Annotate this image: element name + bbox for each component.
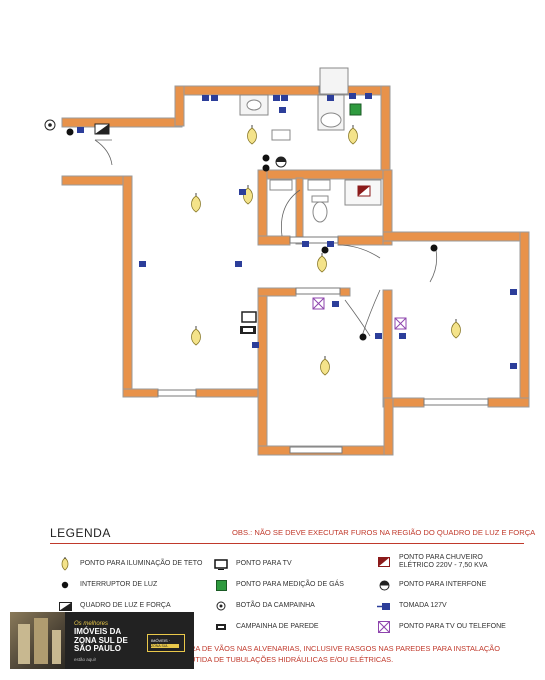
legend-label: QUADRO DE LUZ E FORÇA xyxy=(80,602,171,609)
ceiling-light-icon xyxy=(348,125,358,145)
doorbell-button-icon xyxy=(214,599,228,613)
gas-meter-icon xyxy=(214,578,228,592)
outlet-127v-icon xyxy=(202,95,209,101)
legend-label: TOMADA 127V xyxy=(399,602,447,609)
light-switch-icon xyxy=(262,154,270,162)
outlet-127v-icon xyxy=(239,189,246,195)
outlet-127v-icon xyxy=(327,241,334,247)
light-switches xyxy=(66,128,438,341)
doorbell-button-icon xyxy=(44,119,56,131)
outlets-127v xyxy=(77,93,517,369)
legend-item-outlet: TOMADA 127V xyxy=(377,599,447,613)
advertisement-banner[interactable]: Os melhores IMÓVEIS DA ZONA SUL DE SÃO P… xyxy=(10,612,194,669)
light-switch-icon xyxy=(321,246,329,254)
legend-label: PONTO PARA TV OU TELEFONE xyxy=(399,623,506,630)
light-switch-icon xyxy=(66,128,74,136)
light-switch-icon xyxy=(58,578,72,592)
ad-headline-line: ZONA SUL DE xyxy=(74,635,128,645)
light-switch-icon xyxy=(430,244,438,252)
outlet-127v-icon xyxy=(332,301,339,307)
shower-point-icon xyxy=(377,555,391,569)
tv-phone-point-icon xyxy=(312,297,407,330)
outlet-127v-icon xyxy=(510,363,517,369)
kitchen-fixtures xyxy=(239,67,349,141)
ceiling-light-icon xyxy=(58,557,72,571)
ad-small-text: Os melhores xyxy=(74,621,109,627)
outlet-127v-icon xyxy=(281,95,288,101)
outlet-127v-icon xyxy=(279,107,286,113)
outlet-127v-icon xyxy=(349,93,356,99)
outlet-127v-icon xyxy=(510,289,517,295)
legend-item-gas: PONTO PARA MEDIÇÃO DE GÁS xyxy=(214,578,344,592)
ad-logo-bottom: ZONA SUL xyxy=(151,644,179,648)
outlet-127v-icon xyxy=(375,333,382,339)
light-switch-icon xyxy=(262,164,270,172)
electrical-panel-icon xyxy=(94,123,110,135)
ceiling-light-icon xyxy=(320,356,330,376)
ad-headline-line: SÃO PAULO xyxy=(74,644,121,653)
light-switch-icon xyxy=(359,333,367,341)
outlet-127v-icon xyxy=(399,333,406,339)
legend-item-wall-bell: CAMPAINHA DE PAREDE xyxy=(214,620,319,634)
electrical-panel-icon xyxy=(58,599,72,613)
outlet-127v-icon xyxy=(327,95,334,101)
outlet-127v-icon xyxy=(77,127,84,133)
legend-item-ceiling-light: PONTO PARA ILUMINAÇÃO DE TETO xyxy=(58,557,202,571)
legend-title: LEGENDA xyxy=(50,526,111,540)
ceiling-light-icon xyxy=(451,319,461,339)
outlet-127v-icon xyxy=(273,95,280,101)
tv-phone-point-icon xyxy=(377,620,391,634)
ceiling-light-icon xyxy=(247,125,257,145)
legend-divider xyxy=(50,543,524,544)
legend-label: PONTO PARA MEDIÇÃO DE GÁS xyxy=(236,581,344,588)
walls xyxy=(61,85,530,456)
legend-item-tv: PONTO PARA TV xyxy=(214,557,292,571)
gas-meter-icon xyxy=(349,103,362,116)
footer-note-line: UTIDA DE TUBULAÇÕES HIDRÁULICAS E/OU ELÉ… xyxy=(190,655,394,664)
legend-item-shower: PONTO PARA CHUVEIRO ELÉTRICO 220V - 7,50… xyxy=(377,554,499,570)
ceiling-light-icon xyxy=(317,253,327,273)
legend-item-tv-phone: PONTO PARA TV OU TELEFONE xyxy=(377,620,506,634)
shower-point-icon xyxy=(357,185,371,197)
outlet-127v-icon xyxy=(302,241,309,247)
ad-headline: IMÓVEIS DA ZONA SUL DE SÃO PAULO xyxy=(74,627,128,654)
legend-label: PONTO PARA CHUVEIRO ELÉTRICO 220V - 7,50… xyxy=(399,554,488,569)
legend-item-switch: INTERRUPTOR DE LUZ xyxy=(58,578,157,592)
ceiling-lights xyxy=(191,125,461,376)
outlet-127v-icon xyxy=(377,599,391,613)
ad-subtext: estão aqui! xyxy=(74,657,97,662)
intercom-icon xyxy=(377,578,391,592)
footer-note-line: RA DE VÃOS NAS ALVENARIAS, INCLUSIVE RAS… xyxy=(190,644,500,653)
legend-label: BOTÃO DA CAMPAINHA xyxy=(236,602,315,609)
outlet-127v-icon xyxy=(235,261,242,267)
outlet-127v-icon xyxy=(252,342,259,348)
legend-item-panel: QUADRO DE LUZ E FORÇA xyxy=(58,599,171,613)
legend-label: CAMPAINHA DE PAREDE xyxy=(236,623,319,630)
legend: LEGENDA OBS.: NÃO SE DEVE EXECUTAR FUROS… xyxy=(0,520,545,680)
floor-plan xyxy=(44,67,530,456)
ad-headline-line: IMÓVEIS DA xyxy=(74,627,122,636)
legend-item-intercom: PONTO PARA INTERFONE xyxy=(377,578,486,592)
legend-obs: OBS.: NÃO SE DEVE EXECUTAR FUROS NA REGI… xyxy=(232,528,536,537)
footer-note: RA DE VÃOS NAS ALVENARIAS, INCLUSIVE RAS… xyxy=(190,643,500,665)
legend-label: PONTO PARA ILUMINAÇÃO DE TETO xyxy=(80,560,203,567)
outlet-127v-icon xyxy=(139,261,146,267)
ceiling-light-icon xyxy=(191,193,201,213)
wall-bell-icon xyxy=(214,620,228,634)
ad-logo: IMÓVEIS · IMÓVEIS ZONA SUL xyxy=(147,634,185,652)
legend-label: PONTO PARA TV xyxy=(236,560,292,567)
building-image xyxy=(10,612,65,669)
outlet-127v-icon xyxy=(211,95,218,101)
legend-label: INTERRUPTOR DE LUZ xyxy=(80,581,158,588)
tv-icon xyxy=(240,311,257,334)
tv-icon xyxy=(214,557,228,571)
ceiling-light-icon xyxy=(191,326,201,346)
intercom-icon xyxy=(275,156,287,168)
outlet-127v-icon xyxy=(365,93,372,99)
legend-item-bell-button: BOTÃO DA CAMPAINHA xyxy=(214,599,315,613)
legend-label: PONTO PARA INTERFONE xyxy=(399,581,487,588)
